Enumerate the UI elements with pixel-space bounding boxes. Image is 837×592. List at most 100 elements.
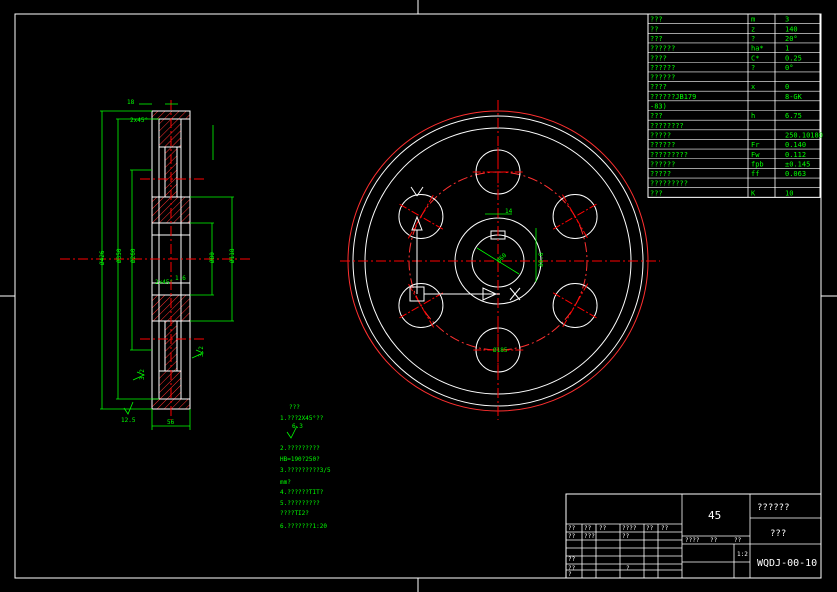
param-val-10: 6.75 <box>785 112 802 120</box>
param-val-18: 10 <box>785 189 793 197</box>
param-sym-0: m <box>751 16 755 24</box>
front-dimension-labels: 14 Ø60 80.6 Ø185 <box>493 208 545 354</box>
note-line: 5.????????? <box>280 500 320 507</box>
stage-cell-1: ???? <box>685 537 700 544</box>
approve-cell-1: ?? <box>568 556 576 563</box>
dim-d-hub: Ø118 <box>229 248 236 263</box>
param-sym-2: ? <box>751 35 755 43</box>
notes-lines: 1.???2X45°??2.?????????HB=190?250?3.????… <box>280 415 331 530</box>
header-cell-2: ?? <box>584 525 592 532</box>
param-sym-13: Fr <box>751 141 759 149</box>
header-cell-6: ?? <box>661 525 669 532</box>
note-line: 2.????????? <box>280 445 320 452</box>
drawing-frame <box>14 13 822 579</box>
notes-rough-value: 6.3 <box>292 423 303 430</box>
param-label-11: ???????? <box>650 122 684 130</box>
title-name: ?????? <box>757 503 790 513</box>
param-sym-1: z <box>751 25 755 33</box>
param-sym-3: ha* <box>751 45 764 53</box>
header-cell-3: ?? <box>599 525 607 532</box>
param-label-1: ?? <box>650 25 658 33</box>
dim-bottom-width: 56 <box>167 419 175 426</box>
param-label-2: ??? <box>650 35 663 43</box>
dim-hole-circle: Ø185 <box>493 347 508 354</box>
param-val-5: 0° <box>785 64 793 72</box>
roughness-symbols <box>123 349 204 415</box>
param-val-12: 250.10180 <box>785 131 823 139</box>
title-drawing-no: WQDJ-00-10 <box>757 558 817 569</box>
title-material: 45 <box>708 509 721 522</box>
note-line: 1.???2X45°?? <box>280 415 324 422</box>
param-val-4: 0.25 <box>785 54 802 62</box>
header-cell-1: ?? <box>568 525 576 532</box>
notes-title: ??? <box>289 404 300 411</box>
param-val-0: 3 <box>785 16 789 24</box>
sign-cell-2: ??? <box>584 533 595 540</box>
dim-chamfer-top: 2x45° <box>130 117 148 124</box>
approve-cell-4: ? <box>568 571 572 578</box>
param-label-9: -83) <box>650 103 667 111</box>
lightening-hole <box>552 283 598 328</box>
param-val-7: 0 <box>785 83 789 91</box>
dim-d-inner: Ø350 <box>116 248 123 263</box>
param-label-17: ????????? <box>650 180 688 188</box>
dim-chamfer-mid: 2x45° <box>155 279 173 286</box>
param-label-4: ???? <box>650 54 667 62</box>
param-sym-5: ? <box>751 64 755 72</box>
param-val-15: ±0.145 <box>785 160 810 168</box>
note-line: ????TI2? <box>280 510 309 517</box>
param-sym-10: h <box>751 112 755 120</box>
dim-d-mid: Ø260 <box>130 248 137 263</box>
stage-cell-3: ?? <box>734 537 742 544</box>
sign-cell-1: ?? <box>568 533 576 540</box>
section-dimension-lines <box>100 103 234 430</box>
param-label-5: ?????? <box>650 64 675 72</box>
section-view: 18 2x45° 2x45° 1.6 56 3.2 3.2 12.5 Ø426 … <box>60 99 250 430</box>
lightening-hole <box>398 283 444 328</box>
note-line: 4.??????TIT? <box>280 489 324 496</box>
approve-cell-2: ?? <box>568 565 576 572</box>
dim-keyway: 14 <box>505 208 513 215</box>
param-sym-16: ff <box>751 170 759 178</box>
header-cell-5: ?? <box>646 525 654 532</box>
front-view: 14 Ø60 80.6 Ø185 <box>340 100 660 420</box>
param-val-3: 1 <box>785 45 789 53</box>
param-label-16: ????? <box>650 170 671 178</box>
dim-rough-right: 3.2 <box>198 346 205 357</box>
param-val-1: 140 <box>785 25 798 33</box>
param-sym-18: K <box>751 189 756 197</box>
param-sym-14: Fw <box>751 151 760 159</box>
title-scale: 1:2 <box>737 551 748 558</box>
technical-notes: ??? 6.3 1.???2X45°?? 2.????????? HB=190?25… <box>280 404 331 530</box>
param-label-8: ??????JB179 <box>650 93 696 101</box>
dim-key-depth: 80.6 <box>538 252 545 267</box>
stage-cell-2: ?? <box>710 537 718 544</box>
param-label-3: ?????? <box>650 45 675 53</box>
param-sym-15: fpb <box>751 160 764 168</box>
dim-d-bore: Ø80 <box>209 252 216 263</box>
title-block: ?? ?? ?? ???? ?? ?? ?? ??? ?? ?? ?? ? ? … <box>565 493 822 579</box>
param-val-13: 0.140 <box>785 141 806 149</box>
sign-cell-3: ?? <box>622 533 630 540</box>
note-line: HB=190?250? <box>280 456 320 463</box>
header-cell-4: ???? <box>622 525 637 532</box>
param-label-12: ????? <box>650 131 671 139</box>
param-sym-7: x <box>751 83 755 91</box>
param-label-18: ??? <box>650 189 663 197</box>
front-dimension-lines <box>476 213 537 282</box>
param-label-14: ????????? <box>650 151 688 159</box>
param-label-6: ?????? <box>650 74 675 82</box>
param-label-0: ??? <box>650 16 663 24</box>
section-center-lines <box>60 100 250 420</box>
param-label-10: ??? <box>650 112 663 120</box>
datum-markers <box>409 186 521 302</box>
dim-top-width: 18 <box>127 99 135 106</box>
lightening-hole <box>398 194 444 239</box>
front-center-lines <box>340 100 660 420</box>
param-val-2: 20° <box>785 35 798 43</box>
title-unit: ??? <box>770 529 786 539</box>
note-line: mm? <box>280 479 291 486</box>
